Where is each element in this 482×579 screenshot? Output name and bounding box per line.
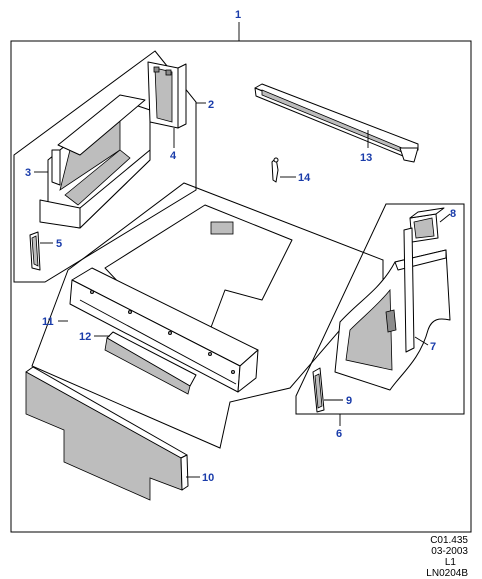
callout-3[interactable]: 3 bbox=[25, 167, 31, 179]
callout-4[interactable]: 4 bbox=[170, 150, 177, 162]
callout-6[interactable]: 6 bbox=[336, 428, 342, 440]
wheel-arch-group bbox=[295, 203, 465, 415]
callout-12[interactable]: 12 bbox=[79, 331, 91, 343]
diagram-code: LN0204B bbox=[426, 568, 468, 579]
callout-11[interactable]: 11 bbox=[42, 316, 54, 328]
lower-panel-part bbox=[25, 366, 189, 501]
seat-box-assembly-group bbox=[13, 50, 197, 283]
callout-13[interactable]: 13 bbox=[360, 152, 372, 164]
callout-10[interactable]: 10 bbox=[202, 472, 214, 484]
callout-2[interactable]: 2 bbox=[208, 99, 214, 111]
callout-14[interactable]: 14 bbox=[298, 172, 311, 184]
callout-1[interactable]: 1 bbox=[235, 9, 241, 21]
callout-8[interactable]: 8 bbox=[450, 208, 456, 220]
callout-9[interactable]: 9 bbox=[346, 395, 352, 407]
diagram-reference: C01.435 bbox=[430, 535, 468, 546]
diagram-date: 03-2003 bbox=[431, 546, 468, 557]
floor-panel-group bbox=[31, 182, 384, 449]
callout-5[interactable]: 5 bbox=[56, 238, 62, 250]
clip-part bbox=[271, 157, 279, 183]
rear-rail-part bbox=[254, 83, 419, 163]
outer-frame bbox=[10, 40, 472, 533]
diagram-level: L1 bbox=[444, 557, 456, 568]
callout-7[interactable]: 7 bbox=[430, 341, 436, 353]
